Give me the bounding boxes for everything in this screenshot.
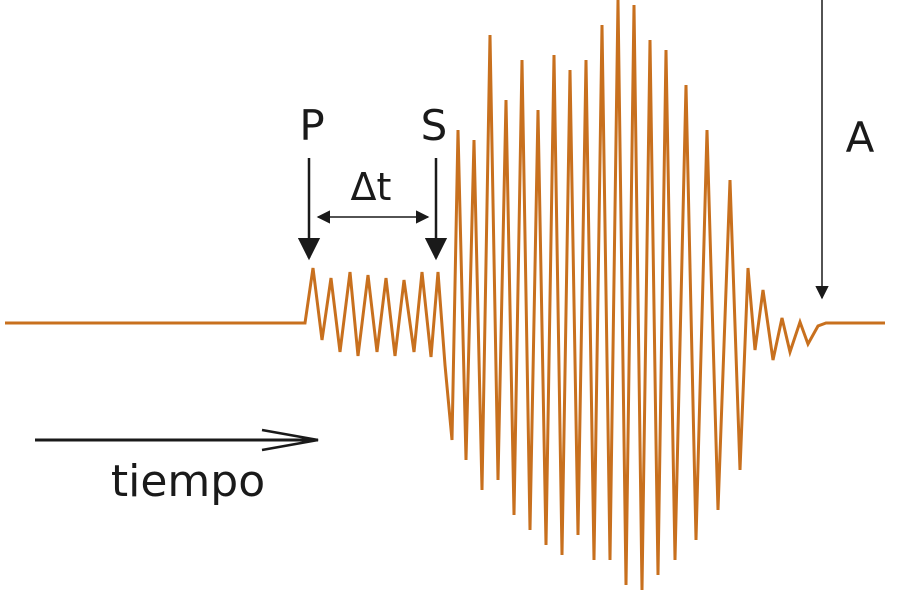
time-arrowhead — [261, 428, 319, 452]
seismic-wave-trace — [5, 0, 885, 591]
s-wave-label: S — [421, 101, 448, 150]
time-label: tiempo — [111, 456, 265, 507]
interval-label: Δt — [351, 165, 392, 209]
p-wave-label: P — [299, 101, 324, 150]
amplitude-label: A — [846, 113, 875, 162]
